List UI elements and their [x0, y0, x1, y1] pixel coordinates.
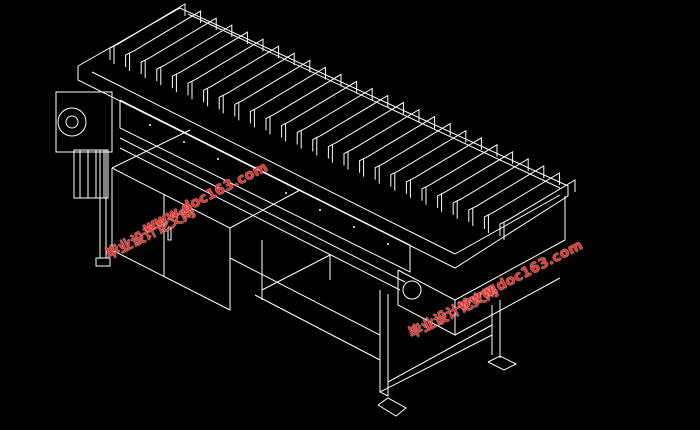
bolt-dot	[217, 158, 219, 160]
cabinet-top	[111, 129, 191, 169]
top-frame-outline	[77, 7, 569, 269]
foot-mid	[377, 397, 407, 417]
bolt-dots	[149, 124, 389, 245]
slat	[327, 101, 404, 159]
side-beam-bottom	[119, 147, 401, 291]
slat	[109, 3, 186, 60]
slat	[468, 165, 545, 222]
lower-frame	[229, 257, 389, 397]
foot-front-left	[95, 257, 111, 267]
tail-plate	[454, 239, 566, 301]
bolt-dot	[353, 226, 355, 228]
slat	[452, 157, 529, 215]
slat	[156, 24, 233, 82]
slat	[405, 136, 482, 194]
slat	[359, 115, 436, 173]
slat	[249, 66, 326, 124]
cabinet-outline	[111, 167, 231, 311]
slat	[203, 45, 280, 103]
lower-rail	[254, 294, 381, 361]
slat	[171, 31, 248, 89]
bolt-dot	[183, 141, 185, 143]
cabinet-side	[229, 189, 301, 229]
slat	[218, 52, 295, 110]
bolt-dot	[149, 124, 151, 126]
drawing-lines	[55, 7, 569, 417]
slat	[234, 59, 311, 117]
rear-leg-rail-2	[387, 324, 493, 383]
bolt-dot	[251, 175, 253, 177]
slat	[343, 108, 420, 166]
cabinet-handle	[167, 227, 172, 241]
bolt-dot	[285, 192, 287, 194]
slat	[265, 73, 342, 131]
slat	[187, 38, 264, 96]
slat	[296, 87, 373, 145]
top-frame-inner-edge	[91, 71, 456, 255]
conveyor-slats	[109, 3, 576, 240]
bolt-dot	[387, 243, 389, 245]
slat	[499, 179, 576, 236]
slat	[421, 143, 498, 201]
slat	[374, 122, 451, 180]
slat	[281, 80, 358, 138]
gearbox-body	[55, 91, 113, 153]
slat	[125, 10, 202, 68]
motor-body	[73, 149, 109, 199]
tail-plate-2	[454, 277, 561, 336]
tail-pulley	[402, 280, 422, 300]
foot-rear	[487, 355, 518, 371]
top-frame-rear-edge	[187, 13, 561, 189]
slat	[312, 94, 389, 152]
gearbox-flange-inner	[65, 115, 79, 129]
bolt-dot	[319, 209, 321, 211]
slat	[140, 17, 217, 75]
lower-bracket	[261, 254, 331, 291]
top-frame-side-edge	[454, 194, 561, 255]
slat	[483, 172, 560, 229]
gearbox-flange	[57, 107, 87, 137]
slat	[390, 129, 467, 187]
slat	[437, 150, 514, 208]
rear-leg-rail	[379, 334, 493, 393]
side-beam	[119, 99, 411, 273]
